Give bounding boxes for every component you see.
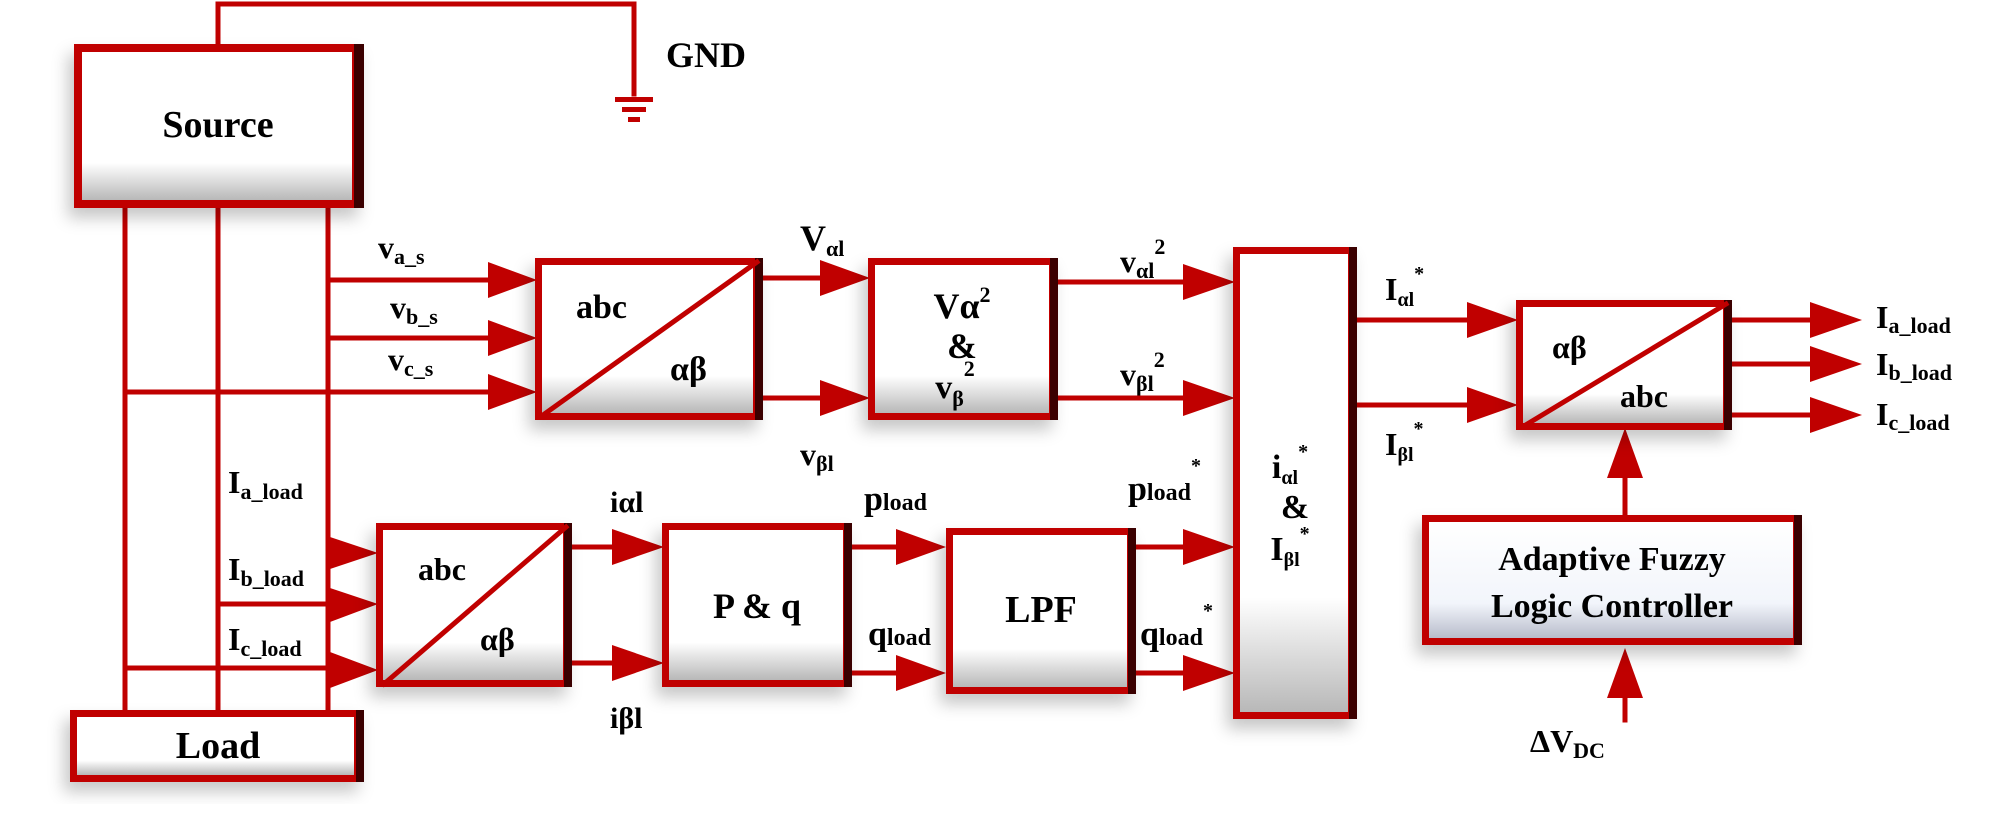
label-ia-load-out: Ia_load [1876, 299, 1951, 338]
load-label: Load [176, 725, 260, 767]
abc-current-bottom: αβ [480, 621, 515, 657]
block-abc-to-alphabeta-current[interactable] [376, 523, 572, 688]
block-reference-current[interactable] [1233, 247, 1357, 719]
label-v-alpha-l-sq: vαl2 [1120, 234, 1165, 283]
arrow-p-load [896, 529, 946, 565]
arrow-fuzzy-out [1607, 428, 1643, 478]
label-p-load-star: pload* [1128, 455, 1201, 508]
gnd-label: GND [666, 35, 746, 75]
wires [122, 1, 1818, 723]
wire-source-gnd [215, 1, 637, 97]
arrow-i-alpha [612, 529, 664, 565]
lpf-label: LPF [1005, 589, 1077, 631]
label-ib-load-in: Ib_load [228, 551, 304, 591]
arrow-vb-s [488, 320, 537, 356]
arrow-v-beta [820, 380, 870, 416]
block-source[interactable] [74, 44, 364, 208]
label-I-alpha-l-star: Iαl* [1385, 263, 1424, 311]
block-adaptive-fuzzy-controller[interactable] [1422, 515, 1802, 645]
arrowheads [330, 260, 1862, 698]
label-i-beta-l: iβl [610, 702, 642, 735]
arrow-I-beta-star [1467, 387, 1518, 423]
fuzzy-line2: Logic Controller [1491, 588, 1733, 625]
arrow-ic-load [330, 652, 378, 688]
v-square-line1: Vα2 [933, 282, 990, 326]
ref-current-line2: & [1281, 489, 1309, 526]
arrow-v-beta-sq [1183, 380, 1235, 416]
label-v-beta-l: vβl [800, 436, 834, 476]
arrow-Ib-out [1810, 346, 1862, 382]
block-v-squared[interactable] [868, 258, 1058, 420]
block-alphabeta-to-abc[interactable] [1516, 300, 1732, 430]
label-delta-vdc: ΔVDC [1530, 723, 1605, 763]
label-va-s: va_s [378, 229, 425, 269]
arrow-v-alpha [820, 260, 870, 296]
abc-voltage-top: abc [576, 289, 627, 326]
label-v-beta-l-sq: vβl2 [1120, 347, 1165, 396]
label-ic-load-out: Ic_load [1876, 396, 1950, 435]
label-vb-s: vb_s [390, 289, 438, 329]
diagonal-divider [1520, 300, 1730, 430]
ab-abc-top: αβ [1552, 329, 1587, 365]
arrow-vc-s [488, 374, 537, 410]
arrow-delta-vdc [1607, 648, 1643, 698]
arrow-va-s [488, 262, 537, 298]
fuzzy-line1: Adaptive Fuzzy [1498, 541, 1726, 578]
v-square-line3: vβ2 [935, 356, 975, 411]
ref-current-line3: Iβl* [1270, 523, 1309, 571]
label-q-load-star: qload* [1140, 600, 1213, 653]
label-p-load: pload [864, 481, 928, 518]
ref-current-line1: iαl* [1272, 441, 1308, 489]
diagonal-divider [380, 523, 570, 688]
label-v-alpha-l: Vαl [800, 218, 844, 261]
label-q-load: qload [868, 616, 932, 653]
v-square-line2: & [947, 326, 977, 366]
pq-label: P & q [713, 586, 801, 626]
abc-current-top: abc [418, 551, 466, 587]
arrow-Ic-out [1810, 397, 1862, 433]
block-abc-to-alphabeta-voltage[interactable] [535, 258, 763, 420]
block-load[interactable] [70, 710, 364, 782]
ground-icon [615, 97, 653, 122]
label-vc-s: vc_s [388, 341, 434, 381]
block-lpf[interactable] [946, 528, 1136, 694]
diagonal-divider [539, 258, 761, 419]
arrow-q-load-star [1183, 655, 1235, 691]
arrow-p-load-star [1183, 529, 1235, 565]
arrow-q-load [896, 655, 946, 691]
label-i-alpha-l: iαl [610, 486, 643, 519]
ab-abc-bottom: abc [1620, 378, 1668, 414]
arrow-v-alpha-sq [1183, 264, 1235, 300]
block-pq[interactable] [662, 523, 852, 687]
source-label: Source [162, 104, 273, 146]
arrow-ib-load [330, 588, 378, 622]
label-ib-load-out: Ib_load [1876, 346, 1952, 385]
abc-voltage-bottom: αβ [670, 351, 707, 388]
label-I-beta-l-star: Iβl* [1385, 418, 1424, 466]
arrow-i-beta [612, 645, 664, 681]
arrow-ia-load [330, 537, 378, 569]
arrow-Ia-out [1810, 302, 1862, 338]
label-ia-load-in: Ia_load [228, 464, 303, 504]
arrow-I-alpha-star [1467, 302, 1518, 338]
label-ic-load-in: Ic_load [228, 621, 302, 661]
